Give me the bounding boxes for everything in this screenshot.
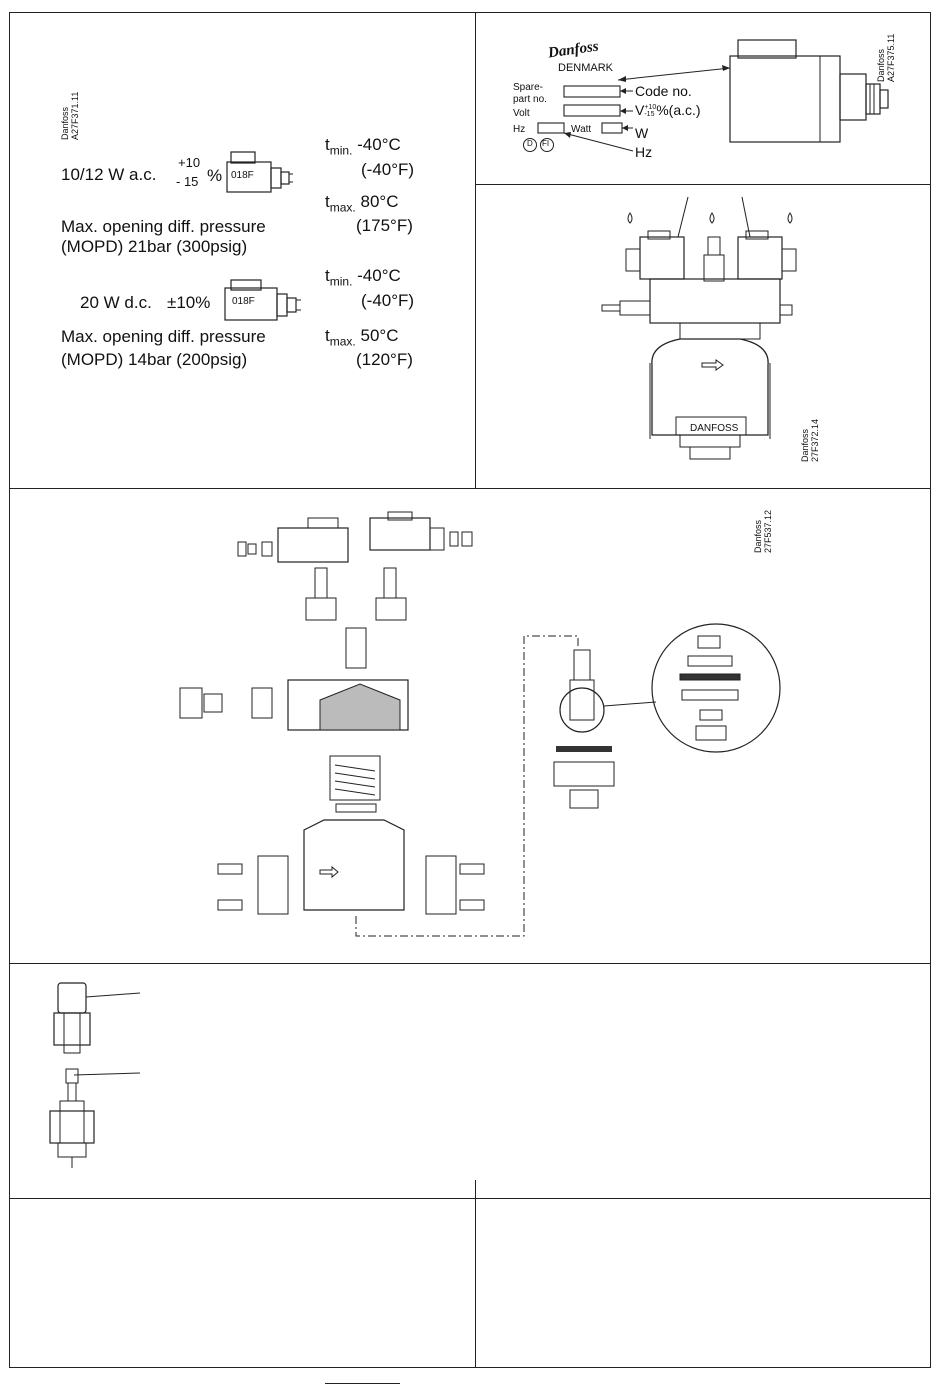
page-frame xyxy=(9,12,931,1368)
label-volt: Volt xyxy=(513,108,530,119)
label-v-tol: V+10-15%(a.c.) xyxy=(635,102,701,118)
dc-mopd-line1: Max. opening diff. pressure xyxy=(61,327,266,346)
exploded-view-drawing xyxy=(179,511,781,937)
dc-coil-icon xyxy=(224,279,301,321)
label-country: DENMARK xyxy=(558,62,614,74)
divider-row-2 xyxy=(9,963,931,964)
ac-coil-icon xyxy=(226,151,293,193)
dc-tmax: tmax. 50°C xyxy=(325,326,398,348)
ac-tol-plus: +10 xyxy=(178,155,201,170)
nameplate-diagram xyxy=(523,39,889,152)
ac-coil-code: 018F xyxy=(231,170,254,181)
ac-tmin-sub: min. xyxy=(329,143,353,158)
label-w: W xyxy=(635,125,649,141)
tool-drawing xyxy=(49,982,141,1168)
dc-tmax-value: 50°C xyxy=(360,326,399,345)
label-ref-code: Danfoss A27F375.11 xyxy=(876,33,896,82)
divider-right-horizontal xyxy=(475,184,931,185)
ac-tmax-value: 80°C xyxy=(360,192,399,211)
ac-tmin-value: -40°C xyxy=(357,135,401,154)
label-v-tol-plus: +10 xyxy=(644,104,657,112)
label-mark-fi: FI xyxy=(542,139,550,148)
ac-tmin-t: t xyxy=(325,135,330,154)
dc-tmax-f: (120°F) xyxy=(356,350,413,369)
label-v: V xyxy=(635,102,645,118)
ac-tol-minus: - 15 xyxy=(176,174,199,189)
label-hz-out: Hz xyxy=(635,144,653,160)
exploded-ref-code: Danfoss 27F537.12 xyxy=(753,509,773,553)
page-footer-rule xyxy=(325,1383,400,1384)
dc-tol: ±10% xyxy=(167,293,211,312)
dc-mopd-line2: (MOPD) 14bar (200psig) xyxy=(61,350,248,369)
label-watt: Watt xyxy=(571,124,592,135)
dc-tmin: tmin. -40°C xyxy=(325,266,401,288)
dc-tmin-value: -40°C xyxy=(357,266,401,285)
ac-power-label: 10/12 W a.c. xyxy=(61,165,157,184)
dc-tmax-sub: max. xyxy=(329,334,356,349)
divider-row-3 xyxy=(9,1198,931,1199)
dc-tmin-f: (-40°F) xyxy=(361,291,415,310)
label-code-no: Code no. xyxy=(635,83,692,99)
ac-tmin-f: (-40°F) xyxy=(361,160,415,179)
ac-tmax-f: (175°F) xyxy=(356,216,413,235)
label-v-tol-minus: -15 xyxy=(644,111,655,119)
ac-tmax-sub: max. xyxy=(329,200,356,215)
ac-mopd-line2: (MOPD) 21bar (300psig) xyxy=(61,237,248,256)
label-hz: Hz xyxy=(513,124,526,135)
ac-tmax: tmax. 80°C xyxy=(325,192,398,214)
ac-pct: % xyxy=(207,166,223,185)
dc-power-label: 20 W d.c. xyxy=(80,293,152,312)
dc-tmin-t: t xyxy=(325,266,330,285)
valve-brand: DANFOSS xyxy=(690,423,739,434)
ac-tmin: tmin. -40°C xyxy=(325,135,401,157)
valve-ref-code: Danfoss 27F372.14 xyxy=(800,418,820,462)
ac-mopd-line1: Max. opening diff. pressure xyxy=(61,217,266,236)
dc-coil-code: 018F xyxy=(232,296,255,307)
ac-tmax-t: t xyxy=(325,192,330,211)
divider-bottom-vertical xyxy=(475,1180,476,1368)
dc-tmin-sub: min. xyxy=(329,274,353,289)
coil-spec-ref-code: Danfoss A27F371.11 xyxy=(60,91,80,140)
label-v-suffix: %(a.c.) xyxy=(656,102,701,118)
divider-top-vertical xyxy=(475,12,476,488)
divider-row-1 xyxy=(9,488,931,489)
label-spare-part: Spare- part no. xyxy=(513,82,547,105)
label-v-tol-stack: +10-15 xyxy=(644,104,656,118)
dc-tmax-t: t xyxy=(325,326,330,345)
label-mark-d: D xyxy=(527,139,533,148)
valve-assembly-drawing xyxy=(601,196,797,460)
